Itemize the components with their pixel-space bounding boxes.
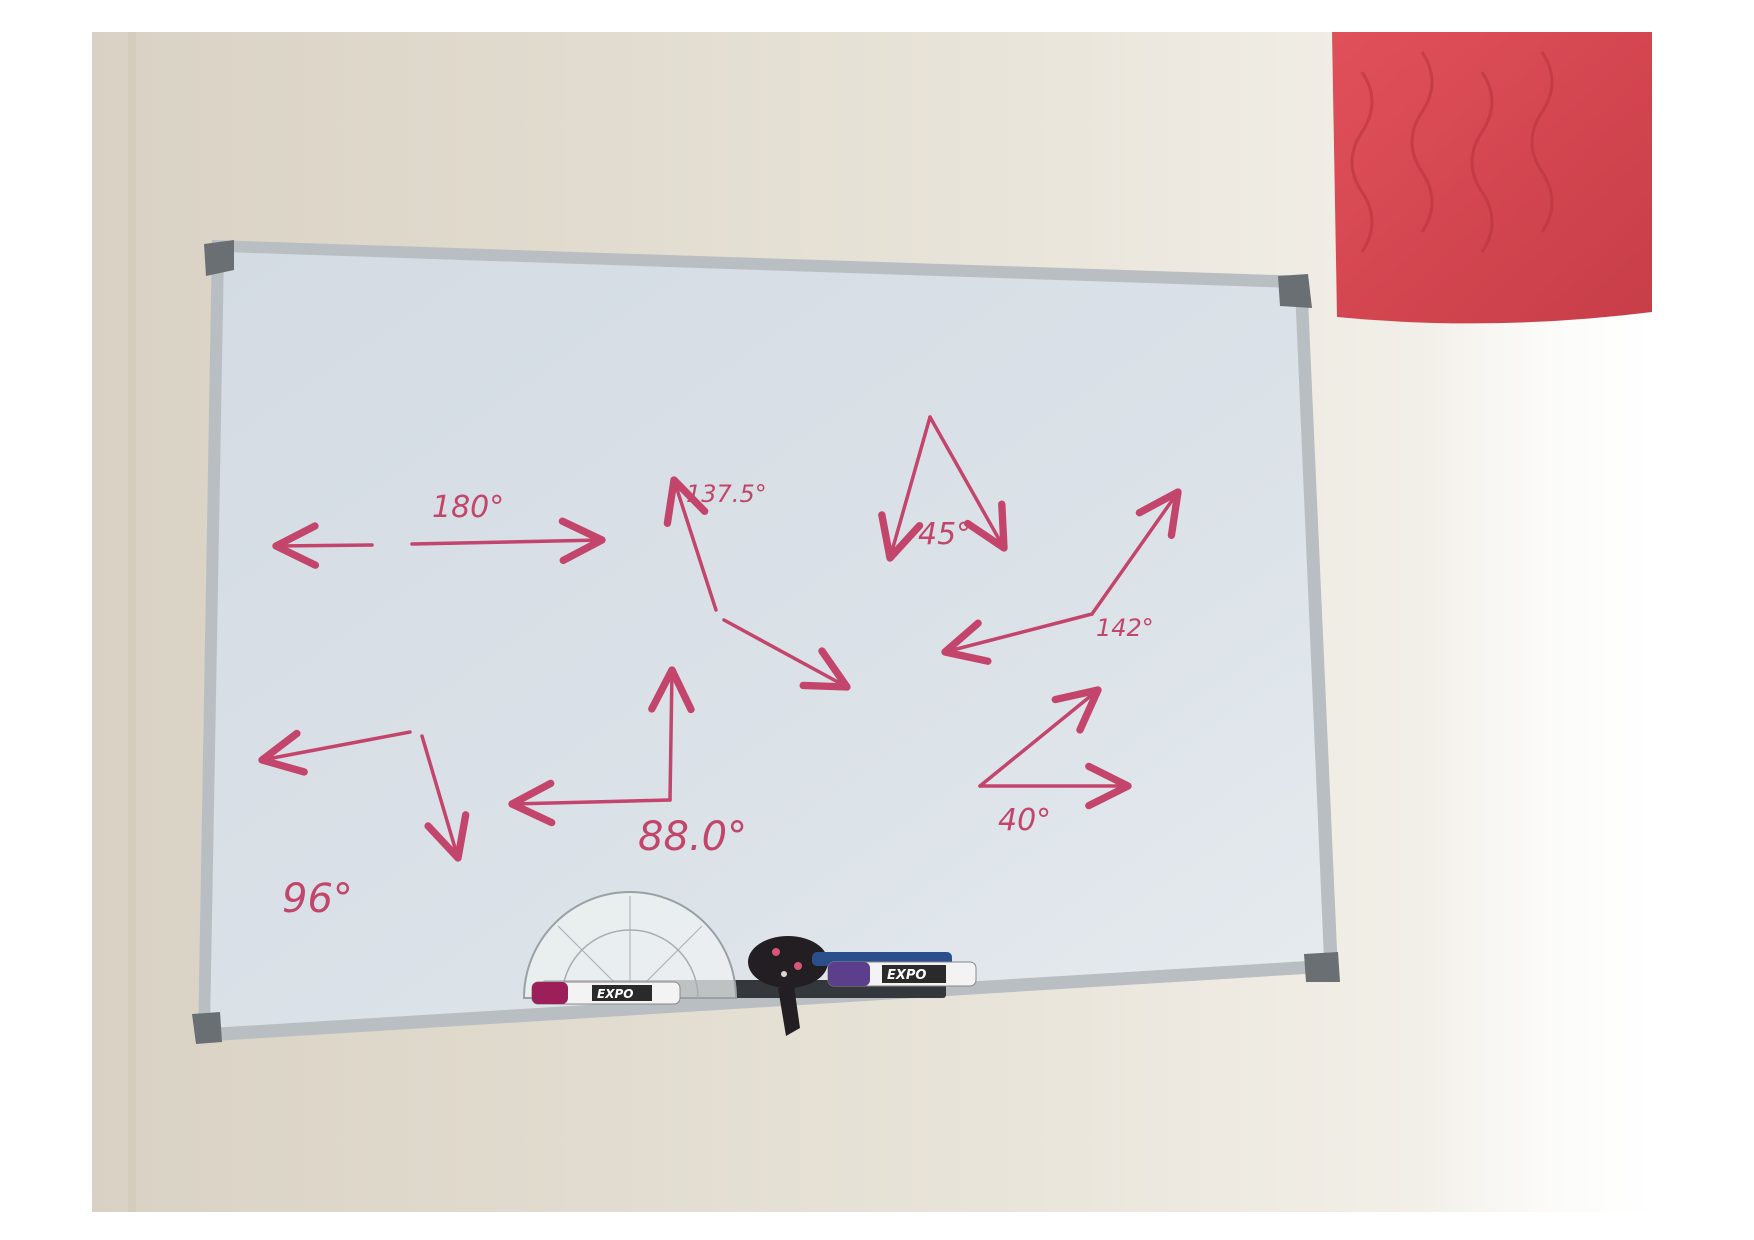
curtain: [1332, 32, 1652, 324]
angle-96-drawing: 96°: [258, 729, 470, 922]
angle-label-88: 88.0°: [638, 814, 747, 860]
angle-label-142: 142°: [1096, 614, 1154, 642]
door-frame-edge: [128, 32, 136, 1212]
angle-40-drawing: 40°: [978, 686, 1132, 838]
angle-label-180: 180°: [432, 490, 504, 525]
angle-label-40: 40°: [998, 803, 1051, 838]
whiteboard-photo: 180° 137.5° 45° 142° 96°: [92, 32, 1652, 1212]
angle-88-drawing: 88.0°: [508, 666, 747, 860]
marker-left: EXPO: [531, 981, 681, 1005]
angle-142-drawing: 142°: [941, 488, 1182, 665]
angle-label-45: 45°: [918, 517, 971, 552]
photo-canvas: 180° 137.5° 45° 142° 96°: [92, 32, 1652, 1212]
corner-cap-top-right: [1278, 274, 1312, 308]
marker-right: EXPO: [812, 952, 977, 987]
protractor: [522, 891, 738, 999]
corner-cap-bottom-left: [192, 1012, 222, 1044]
marker-left-brand: EXPO: [597, 987, 633, 1001]
angle-45-drawing: 45°: [878, 415, 1008, 562]
angle-180-drawing: 180°: [272, 490, 606, 569]
angle-label-96: 96°: [282, 876, 353, 922]
angle-137-drawing: 137.5°: [663, 476, 851, 691]
hair-scrunchie: [748, 936, 828, 1036]
whiteboard: [192, 240, 1340, 1044]
angle-label-137: 137.5°: [686, 480, 767, 508]
marker-right-brand: EXPO: [887, 968, 926, 983]
corner-cap-top-left: [204, 240, 234, 276]
board-surface: [210, 252, 1324, 1028]
corner-cap-bottom-right: [1304, 952, 1340, 982]
